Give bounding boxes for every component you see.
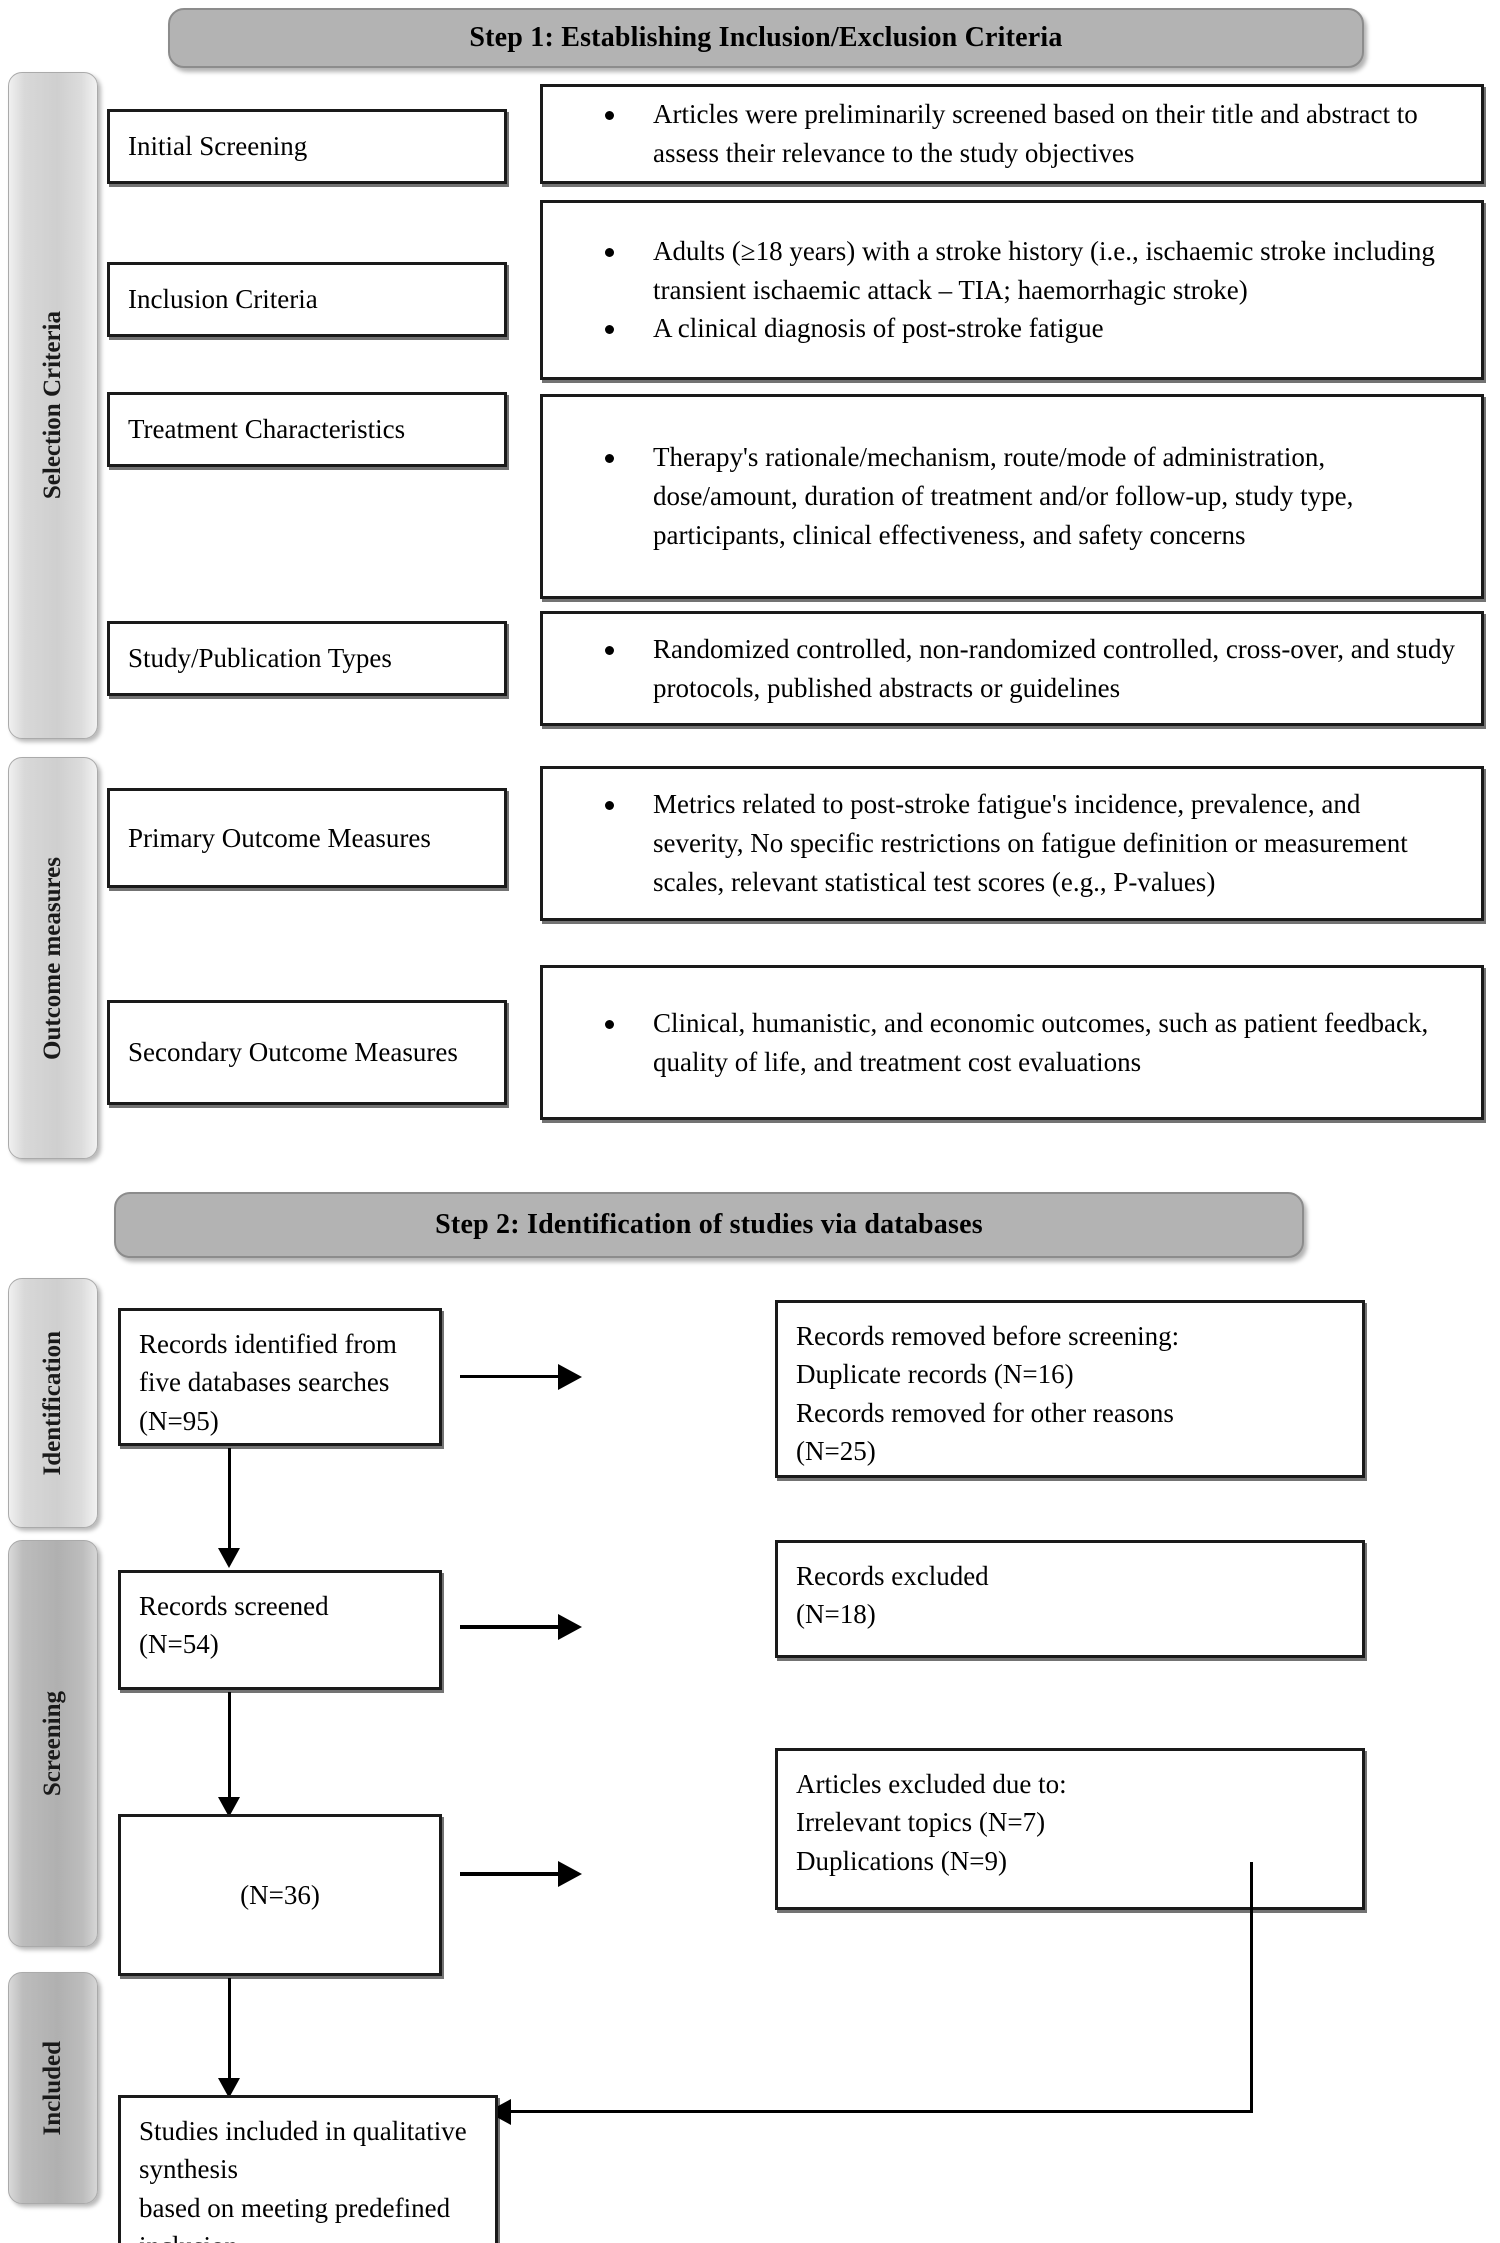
flow-line: Records excluded (796, 1561, 989, 1591)
step2-header: Step 2: Identification of studies via da… (114, 1192, 1304, 1258)
flow-box-articles-excluded: Articles excluded due to: Irrelevant top… (775, 1748, 1365, 1910)
connector-elbow-vertical (1250, 1862, 1253, 2112)
flow-text-articles-excluded: Articles excluded due to: Irrelevant top… (778, 1751, 1362, 1894)
flow-text-fulltext-assessed: (N=36) (240, 1879, 320, 1910)
criteria-content-box-initial-screening: Articles were preliminarily screened bas… (540, 84, 1484, 184)
flow-line: Records identified from (139, 1329, 397, 1359)
criteria-content-box-study-publication-types: Randomized controlled, non-randomized co… (540, 611, 1484, 726)
arrowhead-fulltext-to-articles-excluded (558, 1861, 582, 1887)
criteria-label-treatment-characteristics: Treatment Characteristics (128, 414, 406, 445)
flow-line: (N=54) (139, 1629, 219, 1660)
bullet-list-study-publication-types: Randomized controlled, non-randomized co… (543, 614, 1481, 723)
flow-line: Records removed before screening: (796, 1321, 1180, 1351)
bullet-item: Clinical, humanistic, and economic outco… (543, 1004, 1457, 1082)
flow-box-records-removed: Records removed before screening: Duplic… (775, 1300, 1365, 1478)
flow-line: Records screened (139, 1591, 329, 1621)
flow-line: Duplicate records (N=16) (796, 1359, 1074, 1390)
flow-line: based on meeting predefined inclusion (139, 2192, 451, 2243)
arrowhead-identified-to-screened (218, 1548, 240, 1568)
connector-elbow-horizontal (505, 2110, 1253, 2113)
flow-line: Duplications (N=9) (796, 1845, 1007, 1876)
side-label-outcome-measures: Outcome measures (39, 856, 66, 1060)
arrowhead-screened-to-excluded (558, 1614, 582, 1640)
flow-text-records-excluded: Records excluded (N=18) (778, 1543, 1362, 1648)
criteria-label-inclusion-criteria: Inclusion Criteria (128, 284, 318, 315)
flow-box-records-screened: Records screened (N=54) (118, 1570, 442, 1690)
criteria-content-box-treatment-characteristics: Therapy's rationale/mechanism, route/mod… (540, 394, 1484, 599)
side-pill-screening: Screening (8, 1540, 98, 1947)
flow-box-fulltext-assessed: (N=36) (118, 1814, 442, 1976)
side-pill-outcome-measures: Outcome measures (8, 757, 98, 1159)
flow-text-studies-included: Studies included in qualitative synthesi… (121, 2098, 495, 2243)
bullet-list-secondary-outcome-measures: Clinical, humanistic, and economic outco… (543, 968, 1481, 1117)
side-label-selection-criteria: Selection Criteria (39, 311, 66, 500)
flow-box-studies-included: Studies included in qualitative synthesi… (118, 2095, 498, 2243)
bullet-item: A clinical diagnosis of post-stroke fati… (543, 309, 1457, 348)
bullet-item: Metrics related to post-stroke fatigue's… (543, 785, 1457, 902)
criteria-label-box-inclusion-criteria: Inclusion Criteria (107, 262, 507, 337)
side-pill-included: Included (8, 1972, 98, 2204)
connector-identified-to-removed (460, 1375, 560, 1378)
arrowhead-fulltext-to-included (218, 2078, 240, 2098)
bullet-item: Adults (≥18 years) with a stroke history… (543, 232, 1457, 310)
side-label-included: Included (39, 2040, 66, 2136)
connector-screened-to-fulltext (228, 1692, 231, 1802)
bullet-list-initial-screening: Articles were preliminarily screened bas… (543, 87, 1481, 181)
criteria-label-primary-outcome-measures: Primary Outcome Measures (128, 822, 431, 853)
connector-screened-to-excluded (460, 1625, 560, 1629)
step1-header-label: Step 1: Establishing Inclusion/Exclusion… (469, 22, 1063, 53)
flow-line: Records removed for other reasons (796, 1397, 1174, 1428)
criteria-label-study-publication-types: Study/Publication Types (128, 643, 392, 674)
connector-identified-to-screened (228, 1448, 231, 1553)
criteria-label-initial-screening: Initial Screening (128, 131, 308, 162)
connector-fulltext-to-included (228, 1978, 231, 2083)
arrowhead-identified-to-removed (558, 1364, 582, 1390)
criteria-label-box-primary-outcome-measures: Primary Outcome Measures (107, 788, 507, 888)
arrowhead-screened-to-fulltext (218, 1797, 240, 1817)
flow-line: (N=95) (139, 1405, 219, 1436)
criteria-label-box-study-publication-types: Study/Publication Types (107, 621, 507, 696)
side-pill-selection-criteria: Selection Criteria (8, 72, 98, 739)
connector-fulltext-to-articles-excluded (460, 1872, 560, 1876)
criteria-content-box-inclusion-criteria: Adults (≥18 years) with a stroke history… (540, 200, 1484, 380)
flow-line: Irrelevant topics (N=7) (796, 1807, 1046, 1838)
step2-header-label: Step 2: Identification of studies via da… (435, 1209, 983, 1240)
criteria-content-box-primary-outcome-measures: Metrics related to post-stroke fatigue's… (540, 766, 1484, 921)
bullet-item: Articles were preliminarily screened bas… (543, 95, 1457, 173)
bullet-item: Therapy's rationale/mechanism, route/mod… (543, 438, 1457, 555)
step1-header: Step 1: Establishing Inclusion/Exclusion… (168, 8, 1364, 68)
flow-text-records-removed: Records removed before screening: Duplic… (778, 1303, 1362, 1484)
criteria-label-box-secondary-outcome-measures: Secondary Outcome Measures (107, 1000, 507, 1105)
side-label-identification: Identification (39, 1330, 66, 1476)
flow-text-records-identified: Records identified from five databases s… (121, 1311, 439, 1454)
flow-line: (N=18) (796, 1599, 876, 1630)
criteria-label-secondary-outcome-measures: Secondary Outcome Measures (128, 1037, 458, 1068)
side-pill-identification: Identification (8, 1278, 98, 1528)
criteria-label-box-treatment-characteristics: Treatment Characteristics (107, 392, 507, 467)
flow-line: five databases searches (139, 1367, 390, 1398)
flow-text-records-screened: Records screened (N=54) (121, 1573, 439, 1678)
criteria-content-box-secondary-outcome-measures: Clinical, humanistic, and economic outco… (540, 965, 1484, 1120)
bullet-list-treatment-characteristics: Therapy's rationale/mechanism, route/mod… (543, 397, 1481, 596)
bullet-list-primary-outcome-measures: Metrics related to post-stroke fatigue's… (543, 769, 1481, 918)
bullet-list-inclusion-criteria: Adults (≥18 years) with a stroke history… (543, 203, 1481, 377)
criteria-label-box-initial-screening: Initial Screening (107, 109, 507, 184)
flow-line: (N=25) (796, 1435, 876, 1466)
bullet-item: Randomized controlled, non-randomized co… (543, 630, 1457, 708)
flow-line: Articles excluded due to: (796, 1769, 1067, 1799)
flow-box-records-excluded: Records excluded (N=18) (775, 1540, 1365, 1658)
flow-line: Studies included in qualitative synthesi… (139, 2116, 467, 2185)
side-label-screening: Screening (39, 1690, 66, 1797)
flow-box-records-identified: Records identified from five databases s… (118, 1308, 442, 1446)
